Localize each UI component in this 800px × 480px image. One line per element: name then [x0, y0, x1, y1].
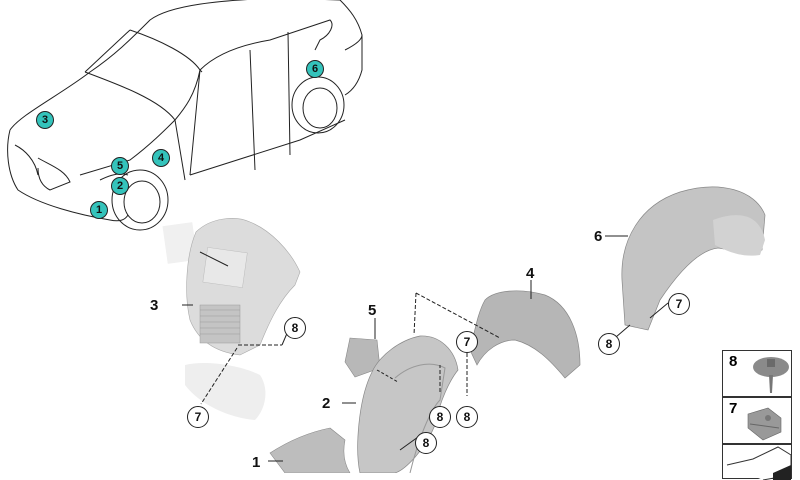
legend-item-mounting-tape[interactable] [722, 444, 792, 480]
tape-icon [726, 446, 792, 480]
part-3-shape [162, 218, 301, 420]
part-6-shape [605, 186, 766, 338]
clip-nut-icon [747, 407, 782, 441]
part-label-6[interactable]: 6 [594, 228, 603, 245]
car-locator-outline [7, 0, 363, 231]
locator-badge-6[interactable]: 6 [306, 60, 324, 78]
screw-clip-icon [753, 357, 789, 393]
part-1-shape [268, 427, 351, 473]
callout-8[interactable]: 8 [284, 317, 306, 339]
locator-badge-3[interactable]: 3 [36, 111, 54, 129]
part-label-1[interactable]: 1 [252, 454, 261, 471]
legend-item-clip-nut[interactable]: 7 [722, 397, 792, 444]
callout-7[interactable]: 7 [187, 406, 209, 428]
leader-lines [413, 292, 501, 396]
callout-7[interactable]: 7 [456, 331, 478, 353]
locator-badge-4[interactable]: 4 [152, 149, 170, 167]
part-label-5[interactable]: 5 [368, 302, 377, 319]
callout-7[interactable]: 7 [668, 293, 690, 315]
callout-8[interactable]: 8 [415, 432, 437, 454]
part-label-4[interactable]: 4 [526, 265, 535, 282]
part-5-shape [344, 318, 381, 378]
part-label-3[interactable]: 3 [150, 297, 159, 314]
locator-badge-1[interactable]: 1 [90, 201, 108, 219]
callout-8[interactable]: 8 [456, 406, 478, 428]
callout-8[interactable]: 8 [429, 406, 451, 428]
locator-badge-2[interactable]: 2 [111, 177, 129, 195]
locator-badge-5[interactable]: 5 [111, 157, 129, 175]
part-label-2[interactable]: 2 [322, 395, 331, 412]
callout-8[interactable]: 8 [598, 333, 620, 355]
part-4-shape [469, 280, 581, 379]
legend-item-screw-clip[interactable]: 8 [722, 350, 792, 397]
